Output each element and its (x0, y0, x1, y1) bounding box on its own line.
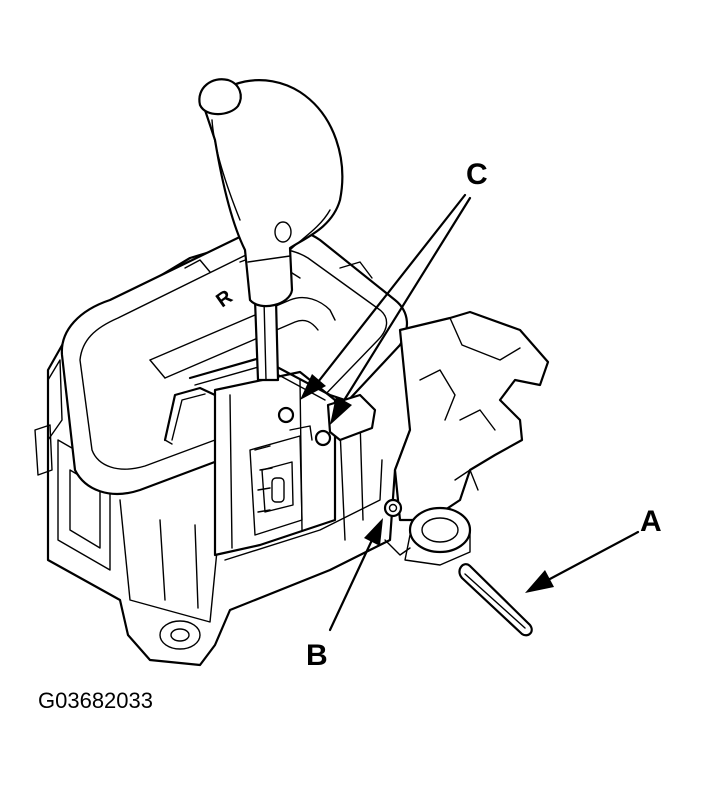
callout-label-c: C (466, 158, 488, 191)
shift-knob (198, 78, 344, 382)
callout-arrows (300, 193, 640, 632)
shift-bezel-cover: R (60, 226, 408, 495)
arrow-head-b (364, 518, 383, 546)
arrow-head-c1 (300, 374, 326, 400)
callout-label-a: A (640, 505, 662, 538)
shift-lever-assembly (163, 356, 403, 557)
figure-id: G03682033 (38, 688, 153, 713)
arrow-head-a (525, 570, 554, 593)
right-bracket (384, 310, 550, 566)
arrow-head-c2 (330, 396, 352, 425)
callout-label-b: B (306, 639, 328, 672)
release-pin-tool (458, 563, 533, 637)
